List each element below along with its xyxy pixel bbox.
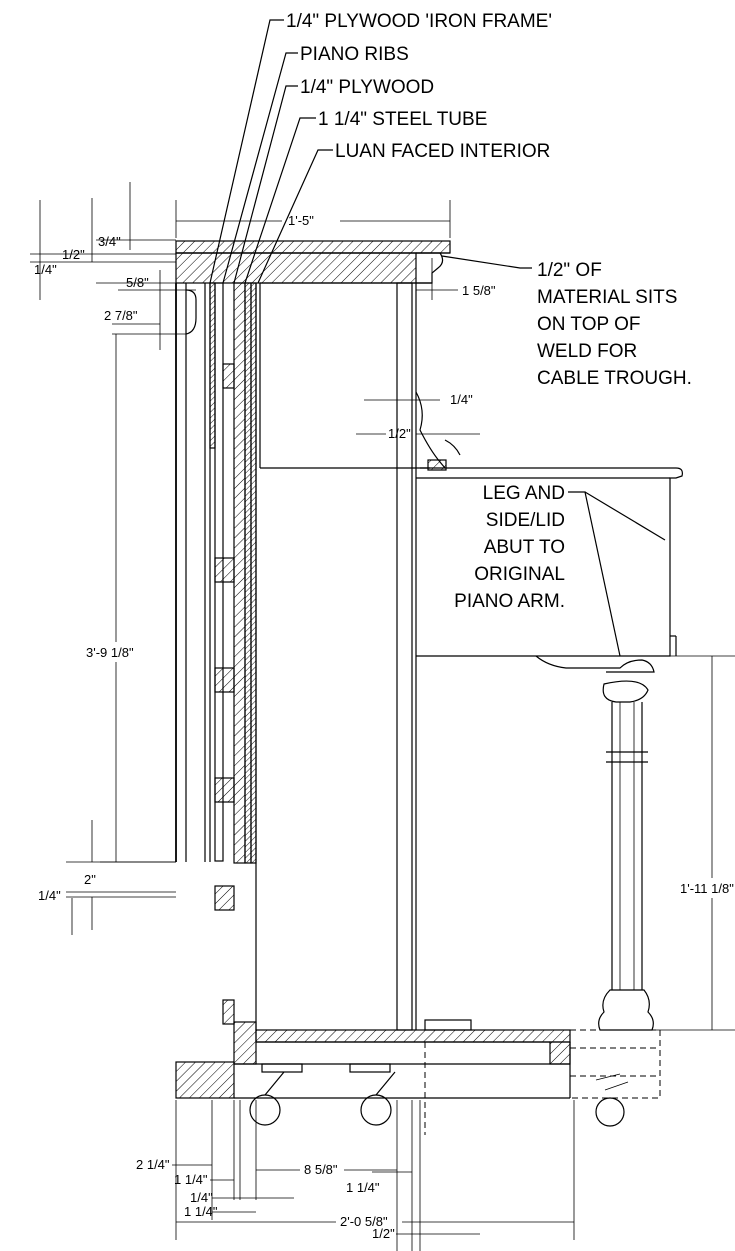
dim-2-1-4: 2 1/4" (136, 1157, 170, 1172)
dim-1-1-4-c: 1 1/4" (184, 1204, 218, 1219)
top-cap (175, 240, 451, 284)
dim-2: 2" (84, 872, 96, 887)
dim-1-2-bottom: 1/2" (372, 1226, 395, 1241)
dim-1-4-bottom: 1/4" (38, 888, 61, 903)
note-material-5: CABLE TROUGH. (537, 368, 692, 389)
dim-1-2-mid: 1/2" (388, 426, 411, 441)
dim-height-main: 3'-9 1/8" (86, 645, 134, 660)
center-wall (233, 282, 261, 1030)
callouts: 1/4" PLYWOOD 'IRON FRAME' PIANO RIBS 1/4… (286, 11, 692, 612)
dim-1-1-4-b: 1 1/4" (346, 1180, 380, 1195)
outer-shell (175, 283, 211, 862)
dim-1-5-8: 1 5/8" (462, 283, 496, 298)
dim-2-7-8: 2 7/8" (104, 308, 138, 323)
note-leg-3: ABUT TO (484, 537, 565, 558)
dim-1-4-top: 1/4" (34, 262, 57, 277)
note-material-3: ON TOP OF (537, 314, 640, 335)
dim-height-leg: 1'-11 1/8" (680, 881, 734, 896)
callout-iron-frame: 1/4" PLYWOOD 'IRON FRAME' (286, 11, 552, 32)
base (175, 1019, 571, 1126)
callout-leaders (209, 19, 666, 657)
piano-arm (416, 459, 683, 673)
dim-5-8: 5/8" (126, 275, 149, 290)
note-material-4: WELD FOR (537, 341, 637, 362)
dim-1-1-4-a: 1 1/4" (174, 1172, 208, 1187)
dimension-lines (30, 182, 735, 1251)
note-material-1: 1/2" OF (537, 260, 602, 281)
callout-luan: LUAN FACED INTERIOR (335, 141, 550, 162)
iron-frame (209, 282, 235, 1025)
callout-plywood: 1/4" PLYWOOD (300, 77, 434, 98)
note-leg-1: LEG AND (483, 483, 565, 504)
callout-steel-tube: 1 1/4" STEEL TUBE (318, 109, 487, 130)
dimension-labels: 1'-5" 3/4" 1/2" 1/4" 5/8" 2 7/8" 1 5/8" … (34, 213, 734, 1241)
dim-overall-width: 2'-0 5/8" (340, 1214, 388, 1229)
dim-3-4: 3/4" (98, 234, 121, 249)
dim-top-width: 1'-5" (288, 213, 314, 228)
dim-1-4-b: 1/4" (190, 1190, 213, 1205)
piano-leg (598, 680, 654, 1031)
note-leg-2: SIDE/LID (486, 510, 565, 531)
dim-1-2-top: 1/2" (62, 247, 85, 262)
note-leg-5: PIANO ARM. (454, 591, 565, 612)
dim-1-4-mid: 1/4" (450, 392, 473, 407)
callout-piano-ribs: PIANO RIBS (300, 44, 409, 65)
dim-8-5-8: 8 5/8" (304, 1162, 338, 1177)
cable-trough (424, 1029, 661, 1135)
note-material-2: MATERIAL SITS (537, 287, 677, 308)
note-leg-4: ORIGINAL (474, 564, 565, 585)
